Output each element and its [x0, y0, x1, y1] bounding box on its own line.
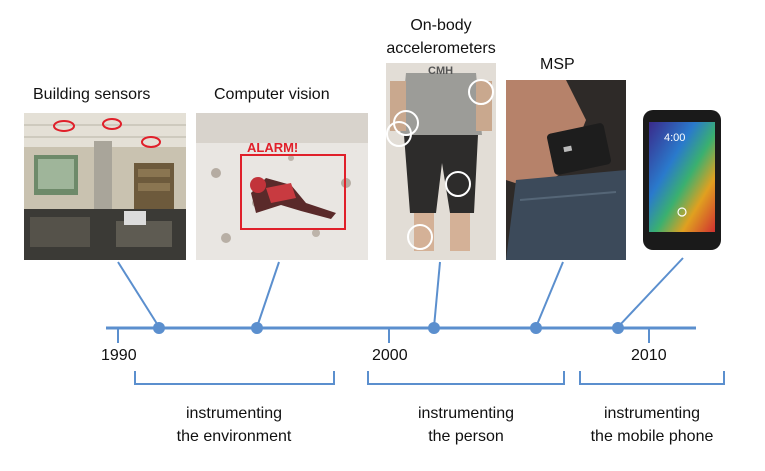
node-phone: [612, 322, 624, 334]
bracket-person: [367, 371, 565, 385]
group-mobile-line1: instrumenting: [603, 405, 701, 422]
node-msp: [530, 322, 542, 334]
bracket-mobile: [579, 371, 725, 385]
label-computer-vision: Computer vision: [214, 86, 330, 103]
on-body-accelerometers-photo: [386, 63, 496, 260]
year-label-2000: 2000: [372, 347, 408, 364]
mobile-phone-photo: [638, 108, 726, 254]
node-building: [153, 322, 165, 334]
year-label-1990: 1990: [101, 347, 137, 364]
bracket-environment: [134, 371, 335, 385]
label-on-body-line2: accelerometers: [386, 40, 496, 57]
label-msp: MSP: [540, 56, 575, 73]
group-person-line2: the person: [428, 428, 504, 445]
connector-msp: [535, 261, 564, 328]
connector-building: [117, 261, 160, 328]
connector-onbody: [433, 261, 441, 328]
shirt-text: CMH: [428, 65, 454, 77]
msp-photo: [506, 80, 626, 260]
label-on-body-line1: On-body: [410, 17, 472, 34]
alarm-text: ALARM!: [247, 140, 299, 155]
group-person-line1: instrumenting: [417, 405, 515, 422]
group-environment-line2: the environment: [176, 428, 292, 445]
connector-phone: [617, 257, 684, 328]
year-label-2010: 2010: [631, 347, 667, 364]
node-onbody: [428, 322, 440, 334]
building-sensors-photo: [24, 113, 186, 260]
connector-vision: [256, 261, 280, 328]
group-environment-line1: instrumenting: [185, 405, 283, 422]
label-building-sensors: Building sensors: [33, 86, 151, 103]
node-vision: [251, 322, 263, 334]
phone-time-text: 4:00: [664, 132, 686, 144]
computer-vision-photo: [196, 113, 368, 260]
group-mobile-line2: the mobile phone: [590, 428, 714, 445]
